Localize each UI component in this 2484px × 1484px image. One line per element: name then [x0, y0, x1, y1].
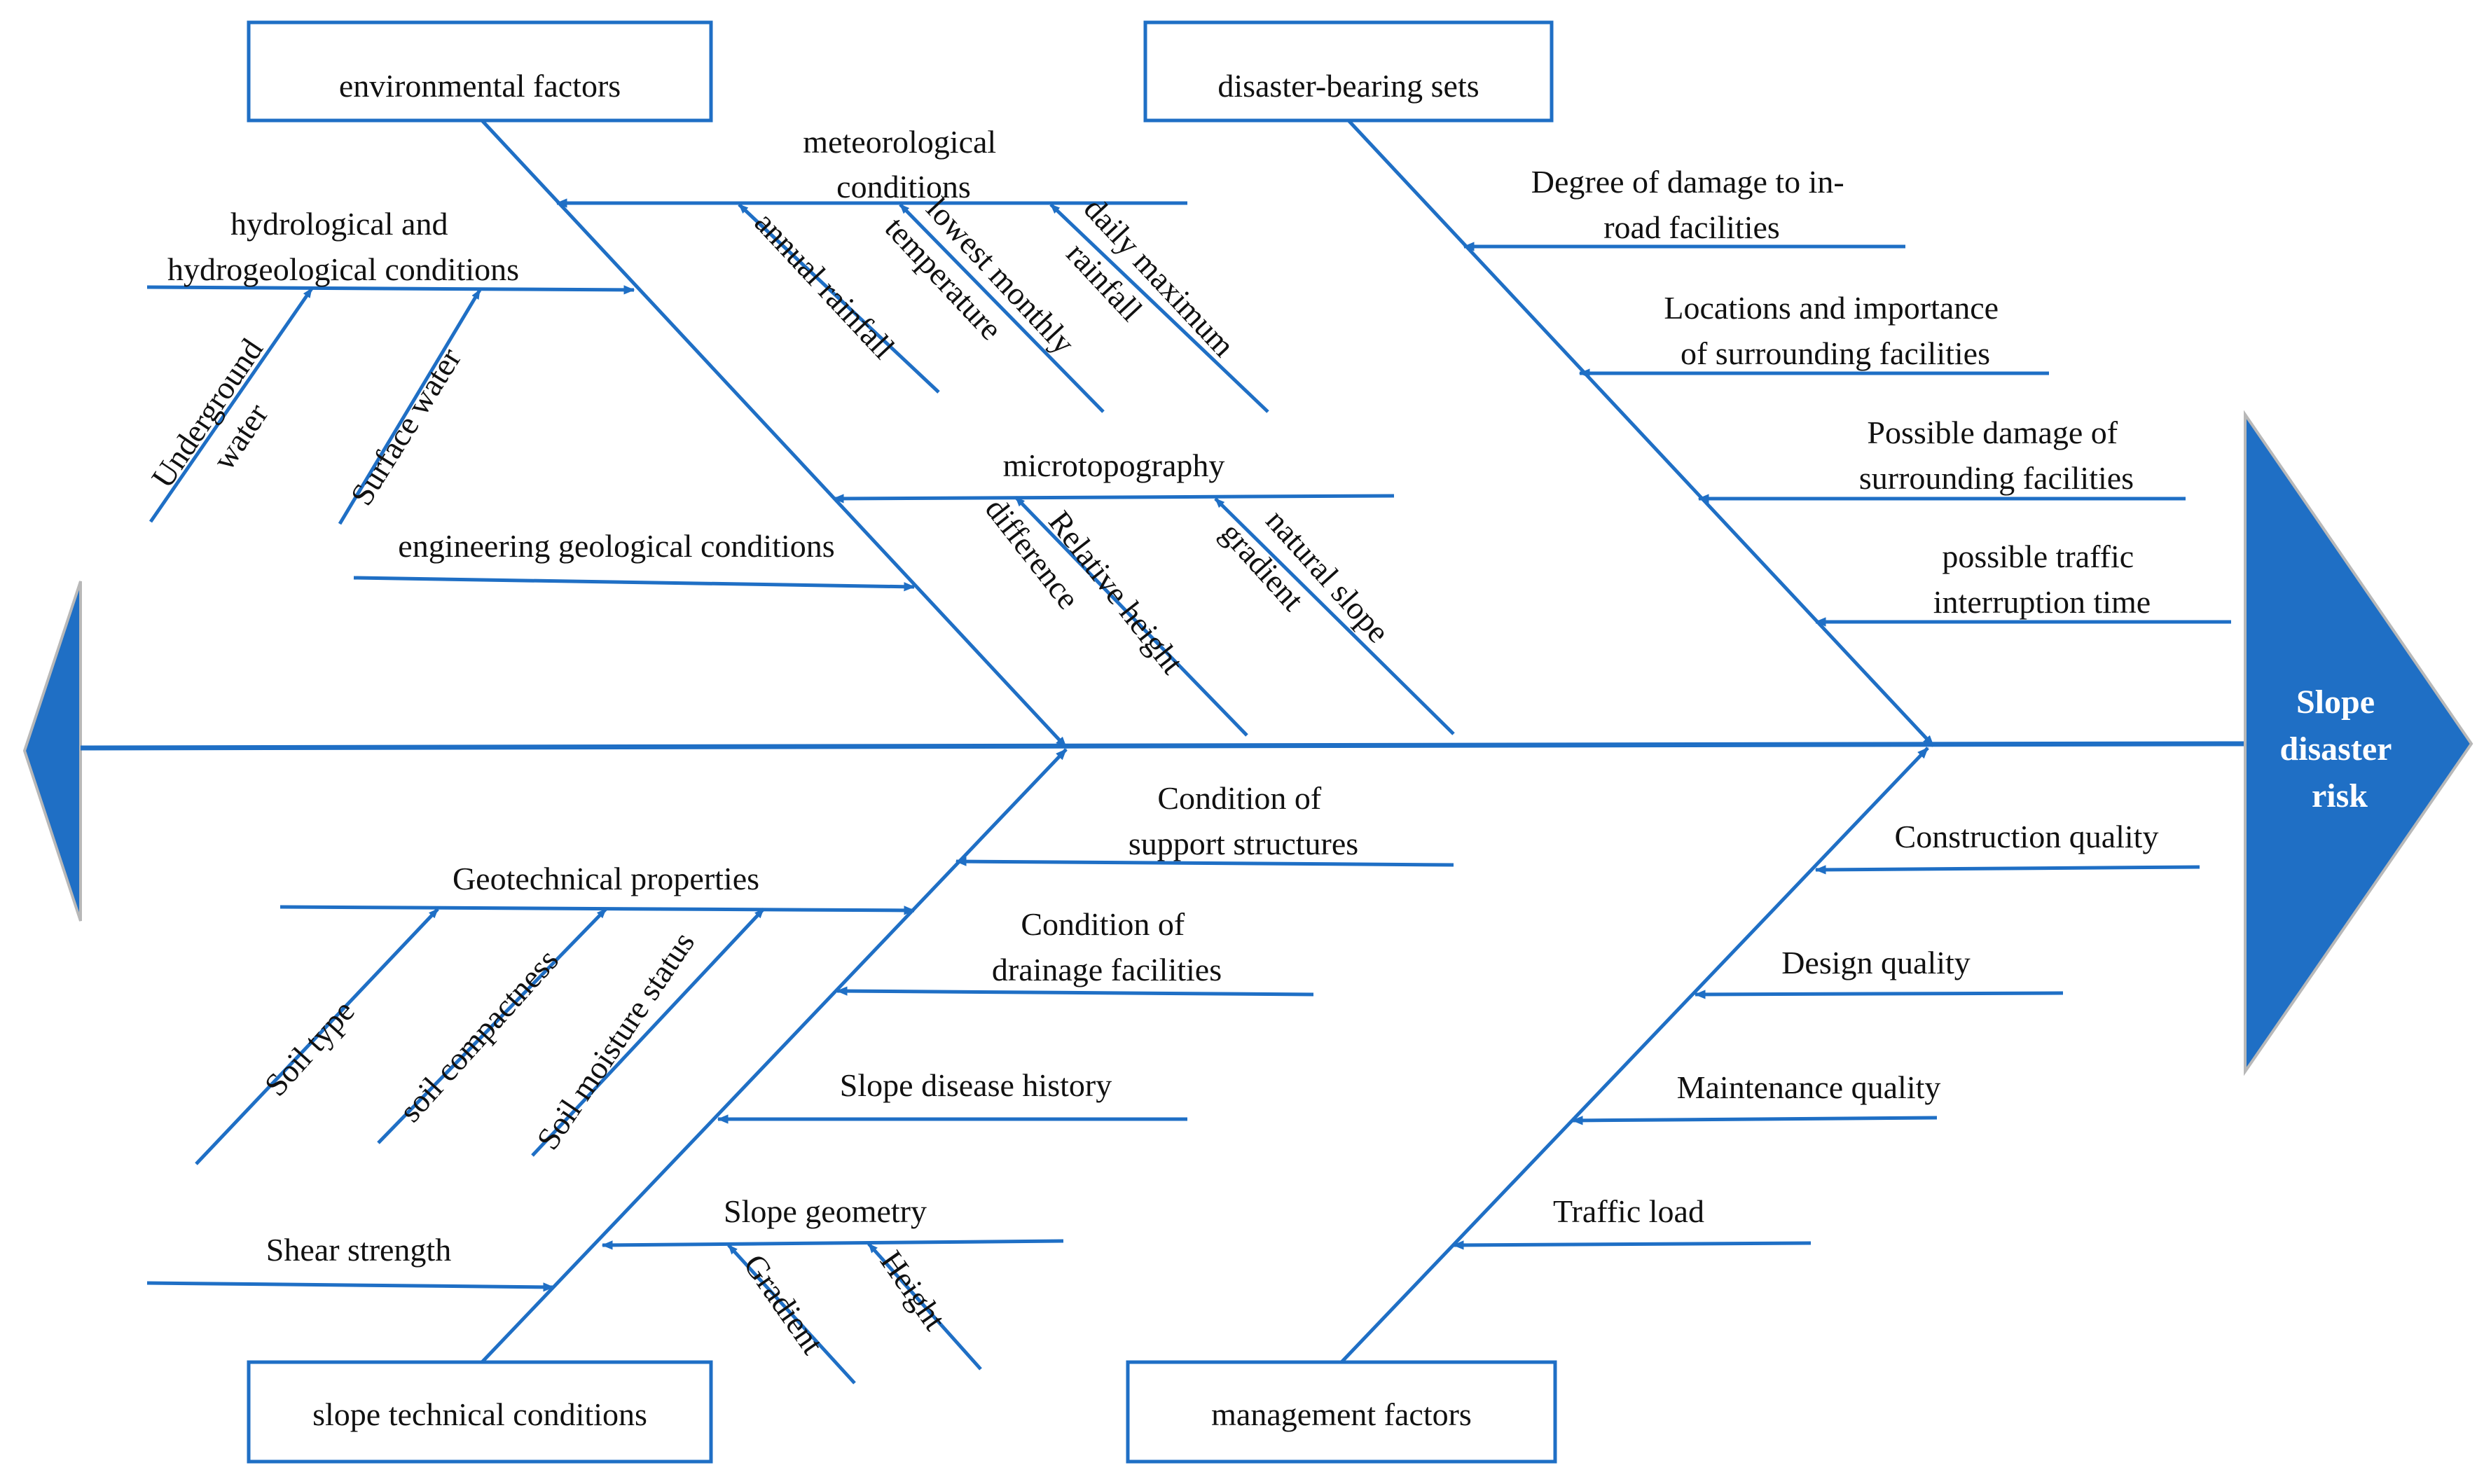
- subcause-line-daily-maximum: [1049, 203, 1269, 413]
- cause-label-drainage: Condition of drainage facilities: [992, 906, 1222, 987]
- cause-label-traffic-interruption-1: possible traffic: [1942, 539, 2134, 574]
- cause-line-geotechnical: [280, 905, 916, 915]
- cause-label-locations-importance: Locations and importance of surrounding …: [1664, 290, 2006, 371]
- cause-line-design-quality: [1694, 990, 2064, 999]
- category-label-disaster-bearing: disaster-bearing sets: [1217, 68, 1479, 104]
- subcause-line-gradient: [727, 1244, 856, 1385]
- subcause-label-relative-height: Relative height difference: [979, 466, 1196, 713]
- cause-label-locations-importance-2: of surrounding facilities: [1681, 335, 1990, 371]
- effect-line-1: Slope: [2296, 684, 2375, 721]
- subcause-label-height: Height: [874, 1244, 953, 1336]
- cause-label-hydrological-1: hydrological and: [230, 206, 448, 242]
- cause-line-engineering: [353, 576, 916, 592]
- effect-line-2: disaster: [2279, 730, 2392, 768]
- bone-disaster-bearing: [1347, 119, 1935, 747]
- cause-label-meteorological-1: meteorological: [803, 124, 996, 160]
- cause-label-drainage-1: Condition of: [1021, 906, 1185, 942]
- cause-label-support-structures-2: support structures: [1129, 826, 1358, 861]
- cause-label-meteorological: meteorological conditions: [803, 124, 1004, 204]
- bone-environmental: [481, 119, 1068, 749]
- cause-label-shear-strength: Shear strength: [266, 1232, 451, 1268]
- subcause-label-surface-water: Surface water: [343, 342, 468, 512]
- cause-label-microtopography: microtopography: [1003, 448, 1225, 483]
- category-box-environmental: [247, 20, 713, 123]
- bone-management: [1340, 747, 1929, 1364]
- cause-label-degree-damage: Degree of damage to in- road facilities: [1531, 164, 1853, 245]
- subcause-line-natural-slope: [1214, 497, 1455, 735]
- cause-line-hydrological: [146, 285, 635, 295]
- cause-line-maintenance-quality: [1571, 1116, 1938, 1125]
- cause-label-possible-damage-2: surrounding facilities: [1859, 460, 2134, 496]
- cause-line-traffic-load: [1452, 1240, 1812, 1250]
- subcause-label-gradient: Gradient: [737, 1247, 831, 1360]
- spine: [80, 741, 2246, 751]
- cause-label-construction-quality: Construction quality: [1895, 819, 2159, 854]
- category-box-disaster-bearing: [1143, 20, 1554, 123]
- cause-label-hydrological-2: hydrogeological conditions: [167, 251, 519, 287]
- cause-label-support-structures: Condition of support structures: [1129, 780, 1358, 861]
- cause-label-traffic-load: Traffic load: [1553, 1193, 1704, 1229]
- cause-label-possible-damage: Possible damage of surrounding facilitie…: [1859, 415, 2134, 496]
- subcause-line-lowest-monthly: [899, 203, 1105, 413]
- cause-label-geotechnical: Geotechnical properties: [453, 861, 759, 896]
- cause-label-hydrological: hydrological and hydrogeological conditi…: [167, 206, 519, 287]
- effect-label: Slope disaster risk: [2279, 684, 2399, 814]
- effect-head: [2244, 410, 2473, 1076]
- cause-line-shear-strength: [146, 1281, 555, 1292]
- bone-slope-technical: [481, 748, 1068, 1364]
- cause-label-engineering: engineering geological conditions: [398, 528, 834, 564]
- tail-arrow: [22, 581, 82, 922]
- cause-label-design-quality: Design quality: [1781, 945, 1971, 980]
- subcause-line-surface-water: [338, 289, 482, 525]
- effect-line-3: risk: [2312, 777, 2368, 814]
- subcause-line-underground-water: [149, 287, 314, 523]
- subcause-line-annual-rainfall: [738, 203, 940, 394]
- cause-label-slope-geometry: Slope geometry: [724, 1193, 927, 1229]
- cause-label-disease-history: Slope disease history: [840, 1067, 1112, 1103]
- category-box-management: [1126, 1360, 1557, 1464]
- cause-line-construction-quality: [1814, 865, 2200, 875]
- subcause-line-soil-compactness: [377, 908, 607, 1144]
- cause-label-possible-damage-1: Possible damage of: [1867, 415, 2118, 450]
- cause-line-drainage: [836, 986, 1314, 997]
- cause-label-traffic-interruption-2: interruption time: [1933, 584, 2151, 620]
- category-box-slope-technical: [247, 1360, 713, 1464]
- subcause-label-soil-compactness: soil compactness: [392, 942, 565, 1129]
- subcause-label-annual-rainfall: annual rainfall: [748, 204, 902, 366]
- category-label-slope-technical: slope technical conditions: [312, 1396, 647, 1432]
- cause-label-drainage-2: drainage facilities: [992, 952, 1222, 987]
- category-label-environmental: environmental factors: [339, 68, 621, 104]
- cause-label-maintenance-quality: Maintenance quality: [1677, 1069, 1941, 1105]
- subcause-line-soil-moisture: [531, 908, 765, 1157]
- subcause-line-height: [867, 1242, 982, 1371]
- cause-label-degree-damage-2: road facilities: [1603, 209, 1780, 245]
- subcause-line-soil-type: [195, 908, 439, 1165]
- cause-line-support-structures: [955, 857, 1454, 867]
- subcause-line-relative-height: [1014, 496, 1248, 737]
- cause-label-support-structures-1: Condition of: [1157, 780, 1322, 816]
- cause-line-slope-geometry: [601, 1239, 1064, 1250]
- cause-line-microtopography: [832, 494, 1395, 504]
- cause-label-locations-importance-1: Locations and importance: [1664, 290, 1999, 326]
- category-label-management: management factors: [1211, 1396, 1472, 1432]
- subcause-label-soil-type: Soil type: [258, 993, 361, 1103]
- subcause-label-underground-water: Underground water: [144, 326, 308, 517]
- cause-label-meteorological-2: conditions: [836, 169, 971, 204]
- cause-label-degree-damage-1: Degree of damage to in-: [1531, 164, 1844, 200]
- cause-label-traffic-interruption: possible traffic interruption time: [1933, 539, 2151, 620]
